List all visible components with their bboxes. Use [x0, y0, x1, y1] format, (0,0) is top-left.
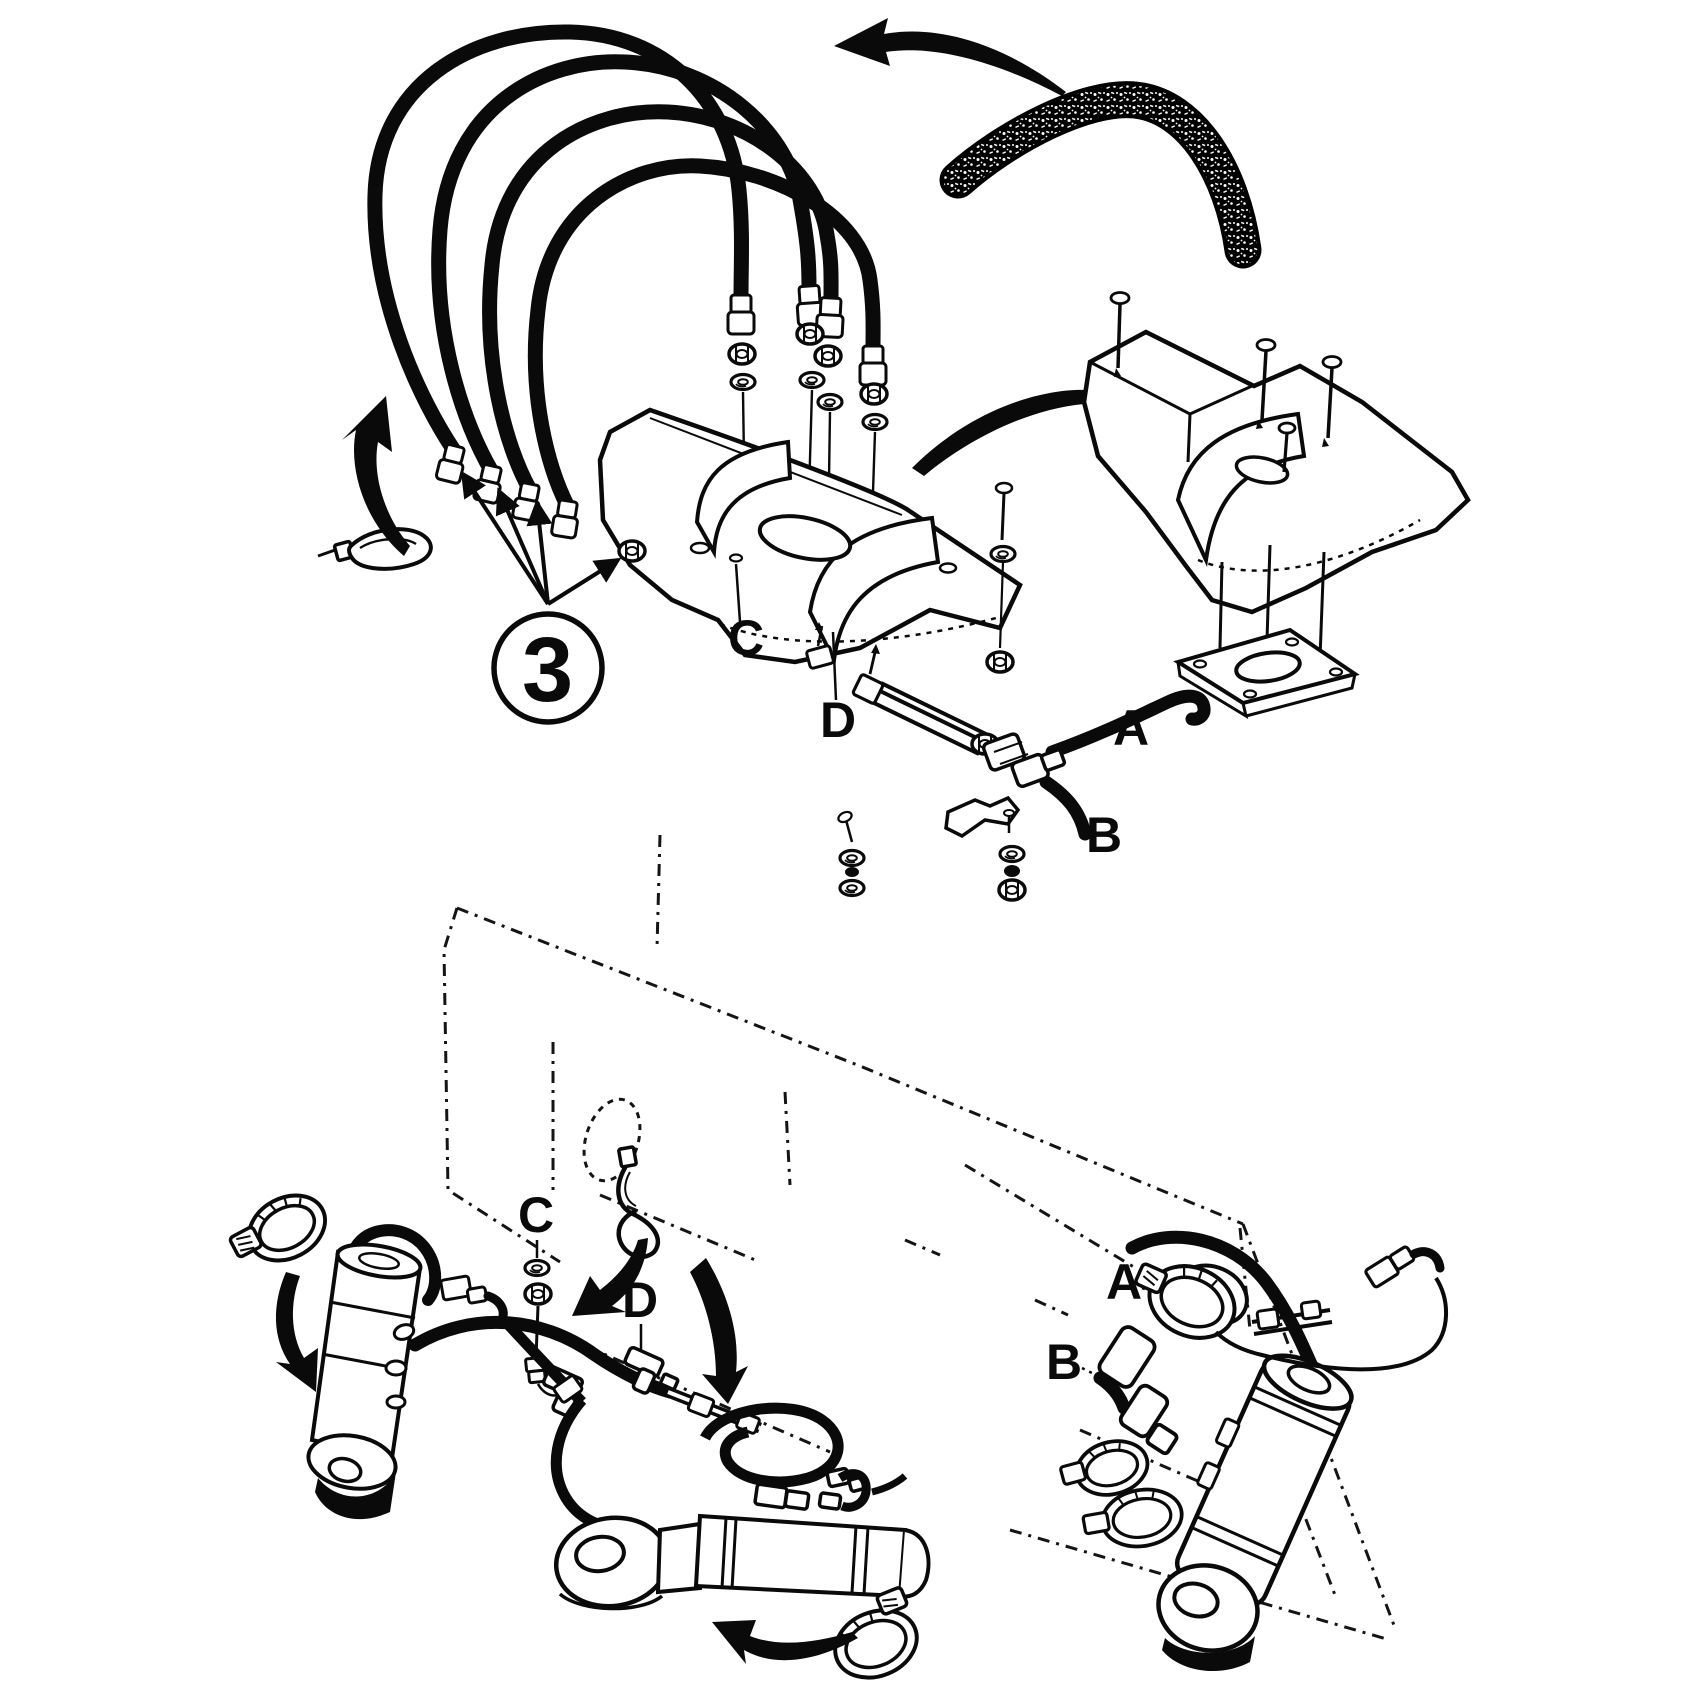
top-diagram: C 3 D: [317, 18, 1471, 902]
hose-arc-4: [527, 158, 881, 515]
swoosh-arrow-mid: [912, 389, 1088, 476]
hose-a-bottom: [1125, 1230, 1325, 1387]
mounting-screws: [1109, 291, 1343, 473]
curved-arrow-top-left: [342, 396, 410, 556]
washer: [729, 372, 757, 392]
callout-number: 3: [522, 619, 573, 721]
right-cylinder-assembly: A B: [1046, 1230, 1448, 1672]
curved-arrow-mid-left: [572, 1238, 648, 1316]
label-d-top: D: [820, 692, 856, 748]
label-c-bottom: C: [518, 1187, 554, 1243]
install-direction-arrow-top: [834, 18, 1066, 96]
curved-arrow-left: [275, 1272, 318, 1392]
curved-arrow-mid-right: [690, 1258, 748, 1404]
screw-washer-stack: [837, 810, 866, 898]
hose-b-bottom: [1093, 1371, 1131, 1415]
coiled-hose: [700, 1402, 844, 1488]
hose-clamp-top-left: [228, 1193, 328, 1263]
elbow-fitting-right: [1364, 1245, 1445, 1289]
label-b-top: B: [1086, 807, 1122, 863]
washer: [861, 412, 889, 432]
s-hose: [550, 1396, 623, 1536]
hose-arc-1: [367, 24, 749, 460]
nut: [795, 322, 825, 346]
cable-tie-top: [317, 527, 433, 571]
horizontal-cylinder: [501, 1318, 931, 1611]
mounting-plate-left: [597, 407, 1023, 667]
hose-arc-2: [431, 54, 817, 480]
hose-b: [1039, 775, 1092, 841]
hose-ab-cluster: [837, 689, 1211, 902]
blade-dashed-outline: [442, 834, 1397, 1642]
mounting-plate-right: [1081, 291, 1471, 720]
label-c-top-leader: [734, 563, 742, 623]
worm-clamp-1: [1059, 1439, 1150, 1497]
base-plate: [1173, 627, 1360, 720]
worm-clamp-2: [1081, 1487, 1184, 1549]
hose-arc-3: [482, 104, 839, 498]
thin-hose-line: [1214, 1276, 1448, 1372]
label-c-top: C: [728, 610, 764, 666]
nut: [727, 342, 757, 366]
guide-wall-left: [694, 439, 793, 559]
hose-a: [1045, 689, 1211, 759]
lift-cylinder: [1174, 1353, 1354, 1608]
cable-tie-bottom: [616, 1145, 661, 1259]
loose-nut: [617, 539, 647, 563]
plate-center-hole: [757, 514, 853, 562]
hose-clamp-on-tube: [1134, 1262, 1237, 1340]
turnbuckle-assembly: [805, 622, 1015, 768]
guide-wall: [1175, 411, 1307, 567]
label-a-top: A: [1113, 700, 1149, 756]
angle-cylinder-left: [306, 1224, 677, 1520]
nut: [813, 344, 843, 368]
washer: [816, 392, 844, 412]
bolt-washer-column: [985, 481, 1017, 674]
callout-circle-3: 3: [460, 470, 622, 725]
label-b-bottom: B: [1046, 1334, 1082, 1390]
nut: [859, 382, 889, 406]
protective-sleeve: [939, 81, 1262, 269]
curved-arrow-bottom: [712, 1620, 858, 1664]
washer: [798, 370, 826, 390]
hose-clamp-bottom: [833, 1586, 919, 1680]
bottom-diagram: C D: [228, 834, 1448, 1680]
hose-arc-group: [367, 24, 881, 515]
clamp-bracket: [944, 795, 1021, 839]
